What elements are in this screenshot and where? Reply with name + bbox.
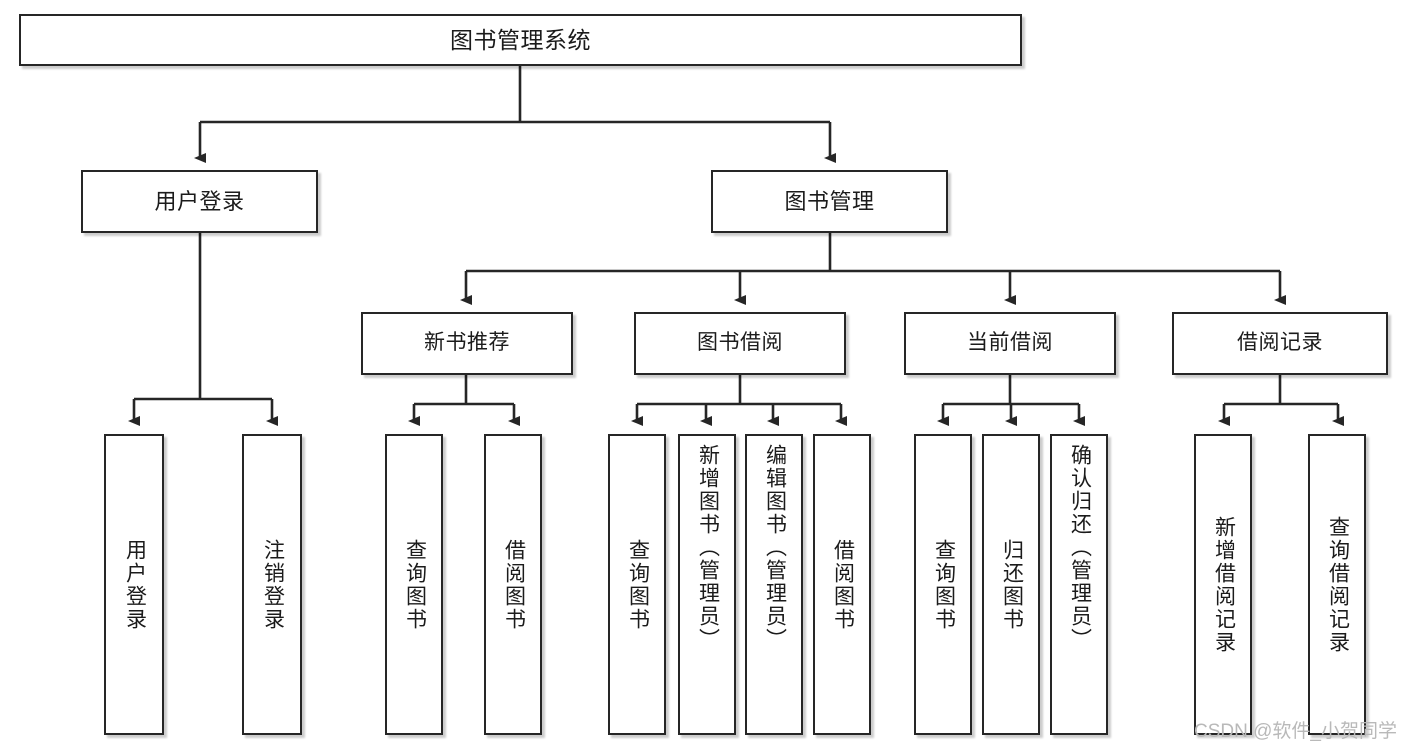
node-root-system[interactable]: 图书管理系统 [19,14,1022,66]
node-label: 用户登录 [123,538,147,631]
node-label: 查询图书 [932,538,956,631]
node-label: 查询借阅记录 [1326,515,1350,654]
leaf-borrow-borrow-book[interactable]: 借阅图书 [813,434,871,735]
node-label: 新增图书（管理员） [696,444,720,651]
watermark: CSDN @软件_小贺同学 [1194,721,1397,742]
leaf-current-confirm-return-admin[interactable]: 确认归还（管理员） [1050,434,1108,735]
node-label: 当前借阅 [967,331,1053,355]
leaf-record-add[interactable]: 新增借阅记录 [1194,434,1252,735]
node-borrow-record[interactable]: 借阅记录 [1172,312,1388,375]
node-label: 图书借阅 [697,331,783,355]
node-label: 新增借阅记录 [1212,515,1236,654]
node-label: 借阅图书 [831,538,855,631]
node-user-login[interactable]: 用户登录 [81,170,318,233]
node-label: 借阅记录 [1237,331,1323,355]
node-label: 编辑图书（管理员） [763,444,787,651]
leaf-new-book-query[interactable]: 查询图书 [385,434,443,735]
node-label: 图书管理系统 [450,26,591,53]
node-label: 确认归还（管理员） [1068,444,1092,651]
node-label: 新书推荐 [424,331,510,355]
leaf-current-query-book[interactable]: 查询图书 [914,434,972,735]
leaf-borrow-edit-book-admin[interactable]: 编辑图书（管理员） [745,434,803,735]
node-label: 用户登录 [154,188,245,214]
leaf-user-login-logout[interactable]: 注销登录 [242,434,302,735]
node-label: 图书管理 [784,188,875,214]
node-label: 查询图书 [403,538,427,631]
node-label: 借阅图书 [502,538,526,631]
node-book-borrow[interactable]: 图书借阅 [634,312,846,375]
node-label: 查询图书 [626,538,650,631]
leaf-record-query[interactable]: 查询借阅记录 [1308,434,1366,735]
leaf-new-book-borrow[interactable]: 借阅图书 [484,434,542,735]
node-book-management[interactable]: 图书管理 [711,170,948,233]
node-label: 归还图书 [1000,538,1024,631]
leaf-user-login-login[interactable]: 用户登录 [104,434,164,735]
node-new-book-recommend[interactable]: 新书推荐 [361,312,573,375]
node-current-borrow[interactable]: 当前借阅 [904,312,1116,375]
leaf-current-return-book[interactable]: 归还图书 [982,434,1040,735]
leaf-borrow-add-book-admin[interactable]: 新增图书（管理员） [678,434,736,735]
leaf-borrow-query-book[interactable]: 查询图书 [608,434,666,735]
node-label: 注销登录 [261,538,285,631]
